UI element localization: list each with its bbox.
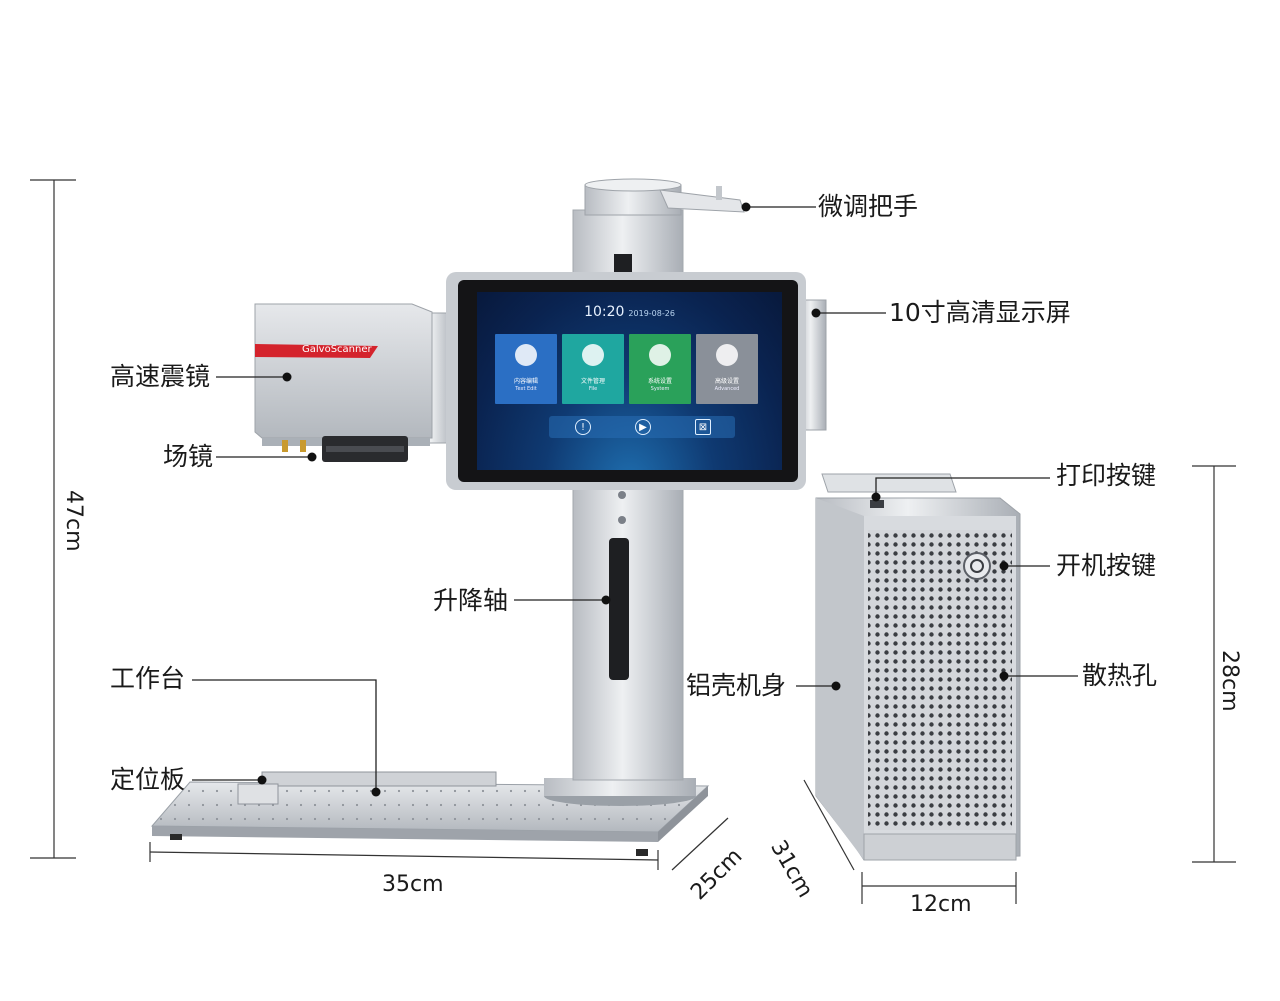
callout-galvo: 高速震镜 <box>110 362 211 391</box>
leader-lines <box>192 206 1078 792</box>
tile-file[interactable]: 文件管理 File <box>562 334 624 404</box>
screen-date: 2019-08-26 <box>628 309 675 318</box>
screen-time: 10:20 <box>584 304 625 320</box>
callout-body: 铝壳机身 <box>686 671 787 700</box>
alert-icon[interactable]: ! <box>575 419 591 435</box>
tile-label-cn: 内容编辑 <box>513 378 538 385</box>
galvo-brand-text: GalvoScanner <box>302 344 372 355</box>
column-base <box>544 778 696 806</box>
callout-display: 10寸高清显示屏 <box>889 298 1071 327</box>
tile-label-en: File <box>588 386 598 392</box>
tile-text-edit[interactable]: 内容编辑 Text Edit <box>495 334 557 404</box>
tile-system[interactable]: 系统设置 System <box>629 334 691 404</box>
screen-action-bar: ! ▶ ⊠ <box>549 416 735 438</box>
tile-label-cn: 系统设置 <box>647 378 672 385</box>
cart-icon[interactable]: ⊠ <box>695 419 711 435</box>
callout-worktable: 工作台 <box>110 664 186 693</box>
callout-print-key: 打印按键 <box>1056 461 1157 490</box>
play-icon[interactable]: ▶ <box>635 419 651 435</box>
dim-height-box: 28cm <box>1217 650 1242 712</box>
tile-label-en: System <box>650 386 670 392</box>
edit-icon <box>515 344 537 366</box>
tile-label-en: Text Edit <box>515 386 537 392</box>
advanced-settings-icon <box>716 344 738 366</box>
tile-label-cn: 文件管理 <box>580 378 605 385</box>
tile-label-cn: 高级设置 <box>714 378 739 385</box>
galvo-scanner <box>254 303 455 462</box>
handle-assembly <box>584 178 745 216</box>
callout-handle: 微调把手 <box>818 192 919 221</box>
dimension-lines <box>30 179 1236 904</box>
leader-dots <box>257 202 1009 797</box>
file-search-icon <box>582 344 604 366</box>
callout-vent: 散热孔 <box>1082 661 1158 690</box>
callout-lift: 升降轴 <box>433 586 509 615</box>
controller-box <box>815 473 1021 861</box>
gear-icon <box>649 344 671 366</box>
tile-advanced[interactable]: 高级设置 Advanced <box>696 334 758 404</box>
dim-height-stand: 47cm <box>61 490 86 552</box>
callout-lens: 场镜 <box>163 442 214 471</box>
callout-locator: 定位板 <box>110 765 186 794</box>
tile-label-en: Advanced <box>714 386 740 392</box>
dim-width-box: 12cm <box>910 892 972 917</box>
callout-power-key: 开机按键 <box>1056 551 1157 580</box>
dim-width-base: 35cm <box>382 872 444 897</box>
